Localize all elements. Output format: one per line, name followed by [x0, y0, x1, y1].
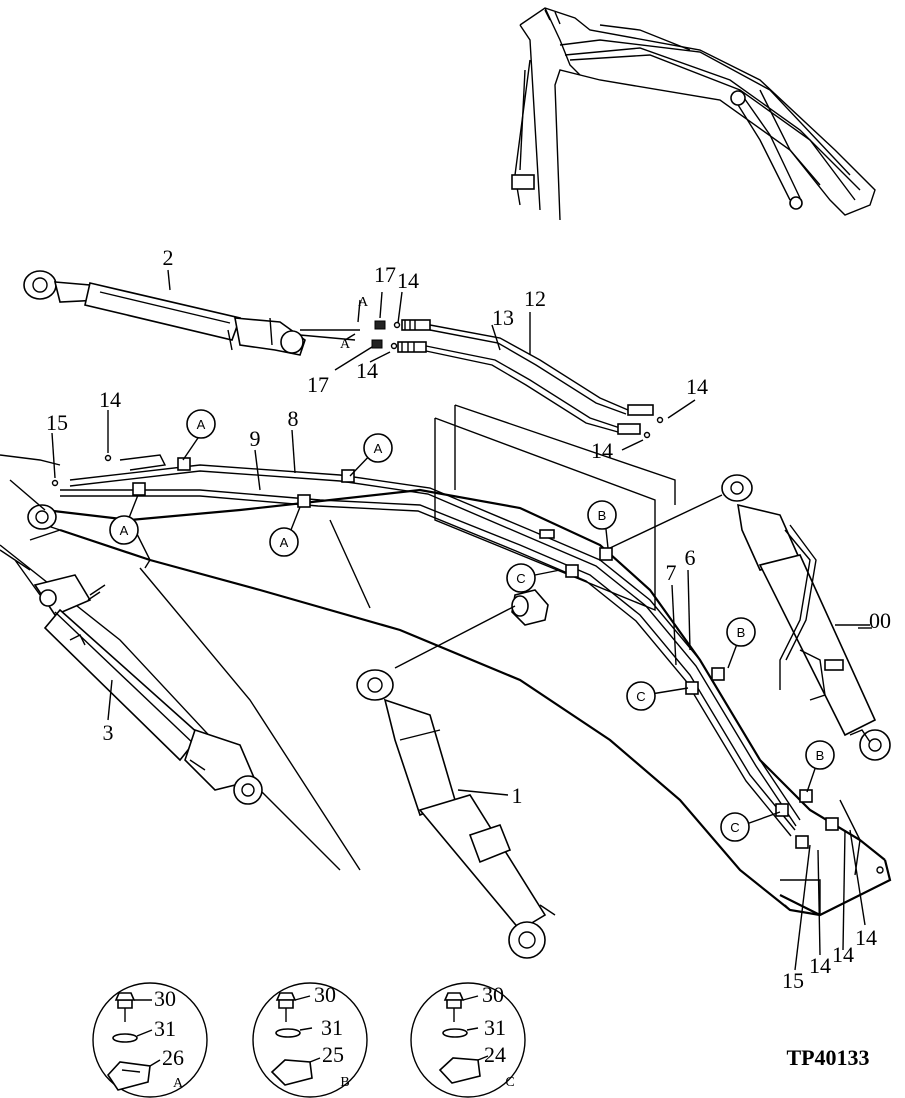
label-part-00: 00	[869, 608, 891, 633]
detail-b-clamp-label: 25	[322, 1042, 344, 1067]
callout-c-2: C	[636, 689, 645, 704]
detail-b-bolt-label: 30	[314, 982, 336, 1007]
label-part-14-bottom-1: 14	[809, 953, 831, 978]
label-part-17-top: 17	[374, 262, 396, 287]
label-part-14-bottom-3: 14	[855, 925, 877, 950]
label-part-1: 1	[512, 783, 523, 808]
part-number-labels: 2 17 14 A A 17 14 12 13 14 14 15 14 8 9 …	[46, 245, 891, 993]
detail-a-clamp-label: 26	[162, 1045, 184, 1070]
label-part-13: 13	[492, 305, 514, 330]
boom-hoses-8-9	[51, 454, 839, 849]
detail-a-washer-label: 31	[154, 1016, 176, 1041]
label-part-15-bottom: 15	[782, 968, 804, 993]
drawing-code: TP40133	[786, 1045, 869, 1070]
detail-c-bolt-label: 30	[482, 982, 504, 1007]
detail-c-letter: C	[505, 1075, 514, 1090]
label-part-9: 9	[250, 426, 261, 451]
label-part-14-left: 14	[99, 387, 121, 412]
detail-c-washer-label: 31	[484, 1015, 506, 1040]
label-part-15-left: 15	[46, 410, 68, 435]
label-part-14-right: 14	[686, 374, 708, 399]
callout-circles: A A A A B B B C C C	[109, 409, 835, 842]
detail-b-washer-label: 31	[321, 1015, 343, 1040]
label-part-2: 2	[163, 245, 174, 270]
label-part-17-bottom: 17	[307, 372, 329, 397]
detail-a-letter: A	[173, 1076, 184, 1091]
label-part-14-box: 14	[591, 438, 613, 463]
callout-a-1: A	[197, 417, 206, 432]
detail-view-b: 30 31 25 B	[252, 982, 368, 1098]
reference-frame	[434, 404, 676, 612]
detail-c-clamp-label: 24	[484, 1042, 506, 1067]
hoses-12-13	[425, 324, 664, 439]
label-part-8: 8	[288, 406, 299, 431]
label-part-3: 3	[103, 720, 114, 745]
main-boom	[0, 454, 892, 917]
callout-b-3: B	[816, 748, 825, 763]
callout-b-2: B	[737, 625, 746, 640]
label-a-small-2: A	[340, 337, 351, 352]
cylinder-part-3	[0, 549, 263, 805]
detail-view-c: 30 31 24 C	[410, 982, 526, 1098]
callout-a-3: A	[120, 523, 129, 538]
detail-b-letter: B	[340, 1075, 349, 1090]
label-part-14-mid: 14	[356, 358, 378, 383]
fittings-top	[371, 319, 431, 353]
boom-overview-inset	[511, 7, 876, 221]
detail-a-bolt-label: 30	[154, 986, 176, 1011]
cylinder-part-1	[356, 669, 556, 959]
boom-foot-bushing	[394, 589, 549, 669]
detail-view-a: 30 31 26 A	[92, 982, 208, 1098]
label-part-6: 6	[685, 545, 696, 570]
label-a-small-1: A	[358, 295, 369, 310]
leader-lines	[51, 269, 870, 971]
cylinder-part-00	[609, 474, 891, 761]
callout-c-3: C	[730, 820, 739, 835]
label-part-7: 7	[666, 560, 677, 585]
callout-a-2: A	[374, 441, 383, 456]
label-part-14-bottom-2: 14	[832, 942, 854, 967]
callout-a-4: A	[280, 535, 289, 550]
cylinder-part-2	[23, 270, 360, 356]
callout-c-1: C	[516, 571, 525, 586]
label-part-14-top: 14	[397, 268, 419, 293]
label-part-12: 12	[524, 286, 546, 311]
callout-b-1: B	[598, 508, 607, 523]
